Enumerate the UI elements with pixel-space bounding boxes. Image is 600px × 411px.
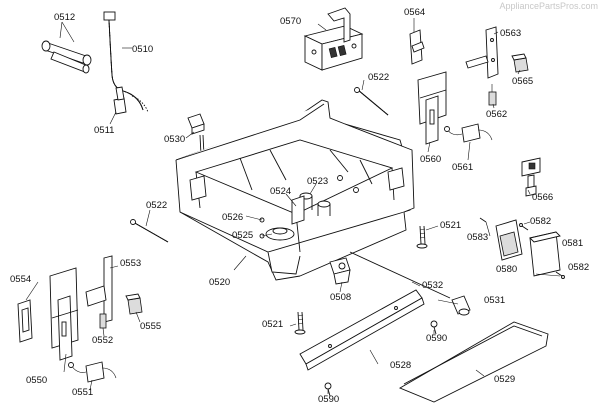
callout-0590-upper: 0590	[426, 333, 447, 344]
callout-0565: 0565	[512, 76, 533, 87]
callout-0562: 0562	[486, 109, 507, 120]
callout-0566: 0566	[532, 192, 553, 203]
part-0550-bracket	[49, 267, 79, 361]
part-0521-screw-left	[294, 311, 306, 335]
part-0555-switch	[125, 293, 143, 315]
callout-0530: 0530	[164, 134, 185, 145]
callout-0521-lower: 0521	[262, 319, 283, 330]
callout-0581: 0581	[562, 238, 583, 249]
part-0520-base	[175, 99, 415, 281]
callout-0564: 0564	[404, 7, 425, 18]
part-0582-screw-lower	[555, 271, 565, 279]
part-0552-connector	[99, 313, 107, 329]
callout-0552: 0552	[92, 335, 113, 346]
callout-0582-lower: 0582	[568, 262, 589, 273]
part-0554-panel	[17, 299, 33, 343]
callout-0526: 0526	[222, 212, 243, 223]
part-0528-rail	[299, 289, 425, 371]
part-0531-cap	[451, 295, 471, 316]
part-0532-rod	[349, 251, 451, 299]
part-0521-screw-right	[416, 225, 428, 249]
part-0565-switch	[511, 53, 529, 73]
part-0560-float-bracket	[417, 71, 447, 145]
callout-0528: 0528	[390, 360, 411, 371]
callout-0522-lower: 0522	[146, 200, 167, 211]
part-0551-switch	[68, 361, 117, 383]
callout-0554: 0554	[10, 274, 31, 285]
callout-0582-upper: 0582	[530, 216, 551, 227]
part-0582-screw-upper	[519, 223, 529, 231]
callout-0563: 0563	[500, 28, 521, 39]
part-0590-screw-lower	[324, 382, 332, 397]
part-0522-spring-lower	[130, 219, 169, 243]
part-0512-hose	[41, 40, 92, 74]
part-0529-strip	[398, 321, 549, 403]
callout-0555: 0555	[140, 321, 161, 332]
callout-0511: 0511	[94, 125, 114, 136]
callout-0522-upper: 0522	[368, 72, 389, 83]
part-0563-bracket	[465, 26, 499, 79]
part-0580-housing	[495, 219, 523, 261]
part-0564-bracket	[409, 29, 425, 65]
callout-0510: 0510	[132, 44, 153, 55]
leader-lines	[25, 18, 561, 394]
callout-0580: 0580	[496, 264, 517, 275]
callout-0590-lower: 0590	[318, 394, 339, 405]
callout-0550: 0550	[26, 375, 47, 386]
callout-0570: 0570	[280, 16, 301, 27]
callout-0561: 0561	[452, 162, 473, 173]
part-0590-screw-upper	[430, 320, 438, 335]
callout-0524: 0524	[270, 186, 291, 197]
part-0561-switch	[444, 123, 493, 143]
part-0522-spring-upper	[354, 87, 389, 116]
callout-labels: 0512 0510 0511 0570 0564 0563 0565 0522 …	[10, 7, 589, 405]
callout-0583: 0583	[467, 232, 488, 243]
callout-0525: 0525	[232, 230, 253, 241]
part-0570-control-module	[303, 7, 364, 71]
callout-0512: 0512	[54, 12, 75, 23]
watermark: AppliancePartsPros.com	[499, 1, 598, 11]
callout-0560: 0560	[420, 154, 441, 165]
callout-0551: 0551	[72, 387, 93, 398]
part-0566-sensor	[521, 157, 541, 197]
part-0562-connector	[488, 84, 497, 106]
callout-0523: 0523	[307, 176, 328, 187]
part-0508-valve	[329, 257, 351, 285]
callout-0520: 0520	[209, 277, 230, 288]
part-0511-clamp	[113, 86, 149, 115]
callout-0531: 0531	[484, 295, 505, 306]
part-0581-cover	[529, 231, 561, 277]
callout-0508: 0508	[330, 292, 351, 303]
part-0583-clip	[479, 217, 487, 223]
callout-0553: 0553	[120, 258, 141, 269]
callout-0529: 0529	[494, 374, 515, 385]
callout-0532: 0532	[422, 280, 443, 291]
part-0553-bracket	[85, 255, 113, 323]
callout-0521-upper: 0521	[440, 220, 461, 231]
